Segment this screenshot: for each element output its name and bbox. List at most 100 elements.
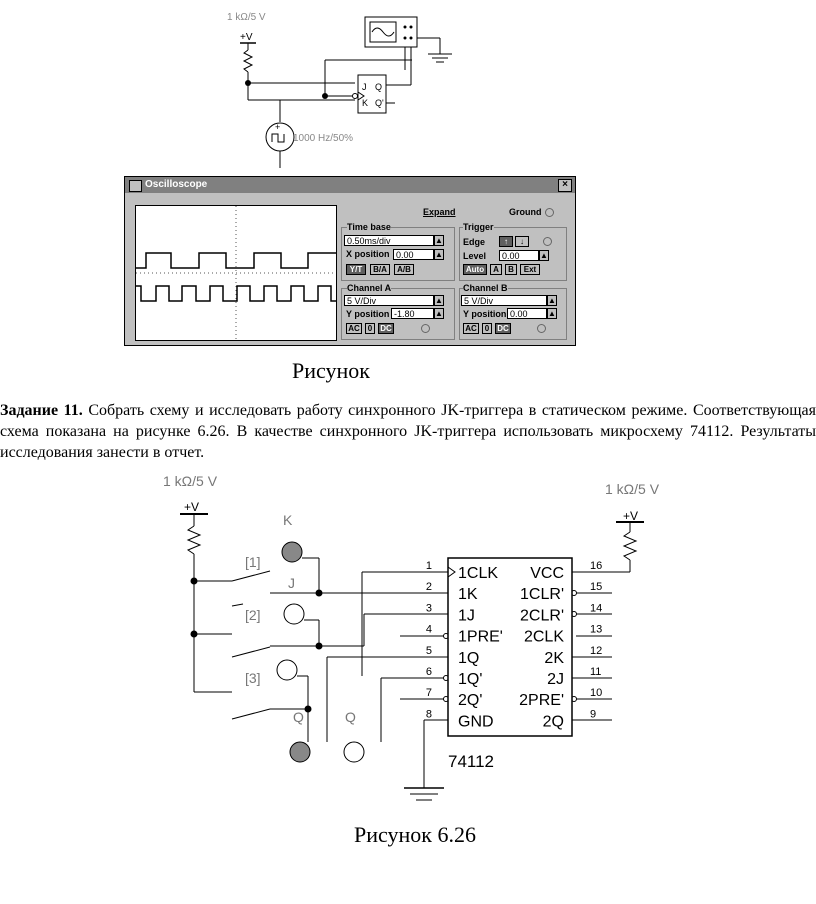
switch2-label: [2] xyxy=(245,607,261,623)
channel-a-title: Channel A xyxy=(347,283,392,293)
ground-label: Ground xyxy=(509,207,542,217)
ff-pin-qbar: Q' xyxy=(375,98,384,108)
channel-b-trace xyxy=(136,285,336,302)
trigger-a-button[interactable]: A xyxy=(490,264,502,275)
level-stepper[interactable]: ▲ xyxy=(539,250,549,261)
channel-b-y-stepper[interactable]: ▲ xyxy=(547,308,557,319)
svg-text:+: + xyxy=(275,122,280,132)
x-position-stepper[interactable]: ▲ xyxy=(434,249,444,260)
chip-pin-label: 2PRE' xyxy=(519,692,564,709)
time-base-title: Time base xyxy=(347,222,391,232)
oscilloscope-screen xyxy=(135,205,337,341)
figure-caption-2: Рисунок 6.26 xyxy=(354,822,476,847)
chip-pin-label: 1PRE' xyxy=(458,629,503,646)
chip-pin-number: 11 xyxy=(590,666,601,678)
oscilloscope-title: Oscilloscope xyxy=(125,177,575,193)
probe-k-label: K xyxy=(283,512,293,528)
probe-q2-label: Q xyxy=(345,709,356,725)
expand-button[interactable]: Expand xyxy=(423,207,456,217)
chip-pin-number: 15 xyxy=(590,581,602,593)
ab-button[interactable]: A/B xyxy=(394,264,414,275)
channel-b-terminal-icon[interactable] xyxy=(537,324,546,333)
chip-pin-number: 3 xyxy=(426,602,432,614)
channel-a-y-stepper[interactable]: ▲ xyxy=(434,308,444,319)
channel-a-terminal-icon[interactable] xyxy=(421,324,430,333)
time-base-group xyxy=(341,227,455,281)
probe-j-lamp xyxy=(283,603,305,625)
chip-pin-number: 16 xyxy=(590,560,602,572)
task-text: Собрать схему и исследовать работу синхр… xyxy=(0,402,816,461)
chip-pin-number: 2 xyxy=(426,581,432,593)
chip-pin-label: 2Q xyxy=(543,713,564,730)
chip-pin-label: 1CLR' xyxy=(520,586,564,603)
probe-q1-lamp xyxy=(289,741,311,763)
channel-b-zero-button[interactable]: 0 xyxy=(482,323,492,334)
ff-pin-k: K xyxy=(362,98,368,108)
falling-edge-icon[interactable]: ↓ xyxy=(515,236,529,247)
trigger-group xyxy=(459,227,567,281)
chip-pin-label: 1CLK xyxy=(458,565,498,582)
chip-pin-number: 1 xyxy=(426,560,432,572)
probe-q2-lamp xyxy=(343,741,365,763)
channel-a-scale-stepper[interactable]: ▲ xyxy=(434,295,444,306)
x-position-label: X position xyxy=(346,249,390,259)
channel-a-y-position-field[interactable]: -1.80 xyxy=(391,308,434,319)
level-field[interactable]: 0.00 xyxy=(499,250,539,261)
switch1-label: [1] xyxy=(245,554,261,570)
channel-a-dc-button[interactable]: DC xyxy=(378,323,394,334)
yt-button[interactable]: Y/T xyxy=(346,264,366,275)
chip-pin-number: 5 xyxy=(426,645,432,657)
channel-b-y-position-label: Y position xyxy=(463,309,507,319)
chip-pin-label: 2J xyxy=(547,671,564,688)
top-source-label: 1000 Hz/50% xyxy=(293,133,353,144)
x-position-field[interactable]: 0.00 xyxy=(393,249,434,260)
ff-pin-q: Q xyxy=(375,82,382,92)
edge-label: Edge xyxy=(463,237,486,247)
time-base-stepper[interactable]: ▲ xyxy=(434,235,444,246)
switch3-label: [3] xyxy=(245,670,261,686)
channel-b-scale-field[interactable]: 5 V/Div xyxy=(461,295,547,306)
rising-edge-icon[interactable]: ↑ xyxy=(499,236,513,247)
chip-name-label: 74112 xyxy=(448,752,494,771)
chip-pin-number: 14 xyxy=(590,602,602,614)
trigger-b-button[interactable]: B xyxy=(505,264,517,275)
ba-button[interactable]: B/A xyxy=(370,264,390,275)
oscilloscope-app-icon xyxy=(129,180,142,192)
oscilloscope-window: Oscilloscope × Expand Ground Time base 0… xyxy=(124,176,576,346)
chip-pin-label: VCC xyxy=(530,565,564,582)
channel-b-ac-button[interactable]: AC xyxy=(463,323,479,334)
bottom-schematic: 1 kΩ/5 V 1 kΩ/5 V +V +V K J [1] [2] [3] … xyxy=(163,473,660,801)
chip-pin-label: 2CLR' xyxy=(520,607,564,624)
chip-pin-number: 9 xyxy=(590,708,596,720)
task-label: Задание 11. xyxy=(0,402,83,419)
channel-a-scale-field[interactable]: 5 V/Div xyxy=(344,295,434,306)
channel-a-ac-button[interactable]: AC xyxy=(346,323,362,334)
chip-pin-label: 1J xyxy=(458,607,475,624)
channel-a-trace xyxy=(136,252,336,269)
trigger-terminal-icon[interactable] xyxy=(543,237,552,246)
ff-pin-j: J xyxy=(362,82,367,92)
ext-button[interactable]: Ext xyxy=(520,264,540,275)
channel-b-dc-button[interactable]: DC xyxy=(495,323,511,334)
channel-b-group xyxy=(459,288,567,340)
channel-b-y-position-field[interactable]: 0.00 xyxy=(507,308,547,319)
chip-pin-label: GND xyxy=(458,713,494,730)
chip-74112 xyxy=(447,557,573,737)
chip-pin-number: 13 xyxy=(590,624,602,636)
time-base-field[interactable]: 0.50ms/div xyxy=(344,235,434,246)
channel-a-y-position-label: Y position xyxy=(346,309,390,319)
vcc-left-label: +V xyxy=(184,500,199,514)
auto-button[interactable]: Auto xyxy=(463,264,487,275)
chip-pin-label: 1K xyxy=(458,586,478,603)
chip-pin-number: 6 xyxy=(426,666,432,678)
chip-pin-label: 1Q' xyxy=(458,671,482,688)
chip-pin-number: 8 xyxy=(426,708,432,720)
top-vcc-label: +V xyxy=(240,32,253,43)
level-label: Level xyxy=(463,251,487,261)
ground-terminal-icon[interactable] xyxy=(545,208,554,217)
channel-b-scale-stepper[interactable]: ▲ xyxy=(547,295,557,306)
close-icon[interactable]: × xyxy=(558,179,572,192)
channel-a-zero-button[interactable]: 0 xyxy=(365,323,375,334)
chip-pin-label: 2CLK xyxy=(524,629,564,646)
chip-pin-number: 12 xyxy=(590,645,602,657)
